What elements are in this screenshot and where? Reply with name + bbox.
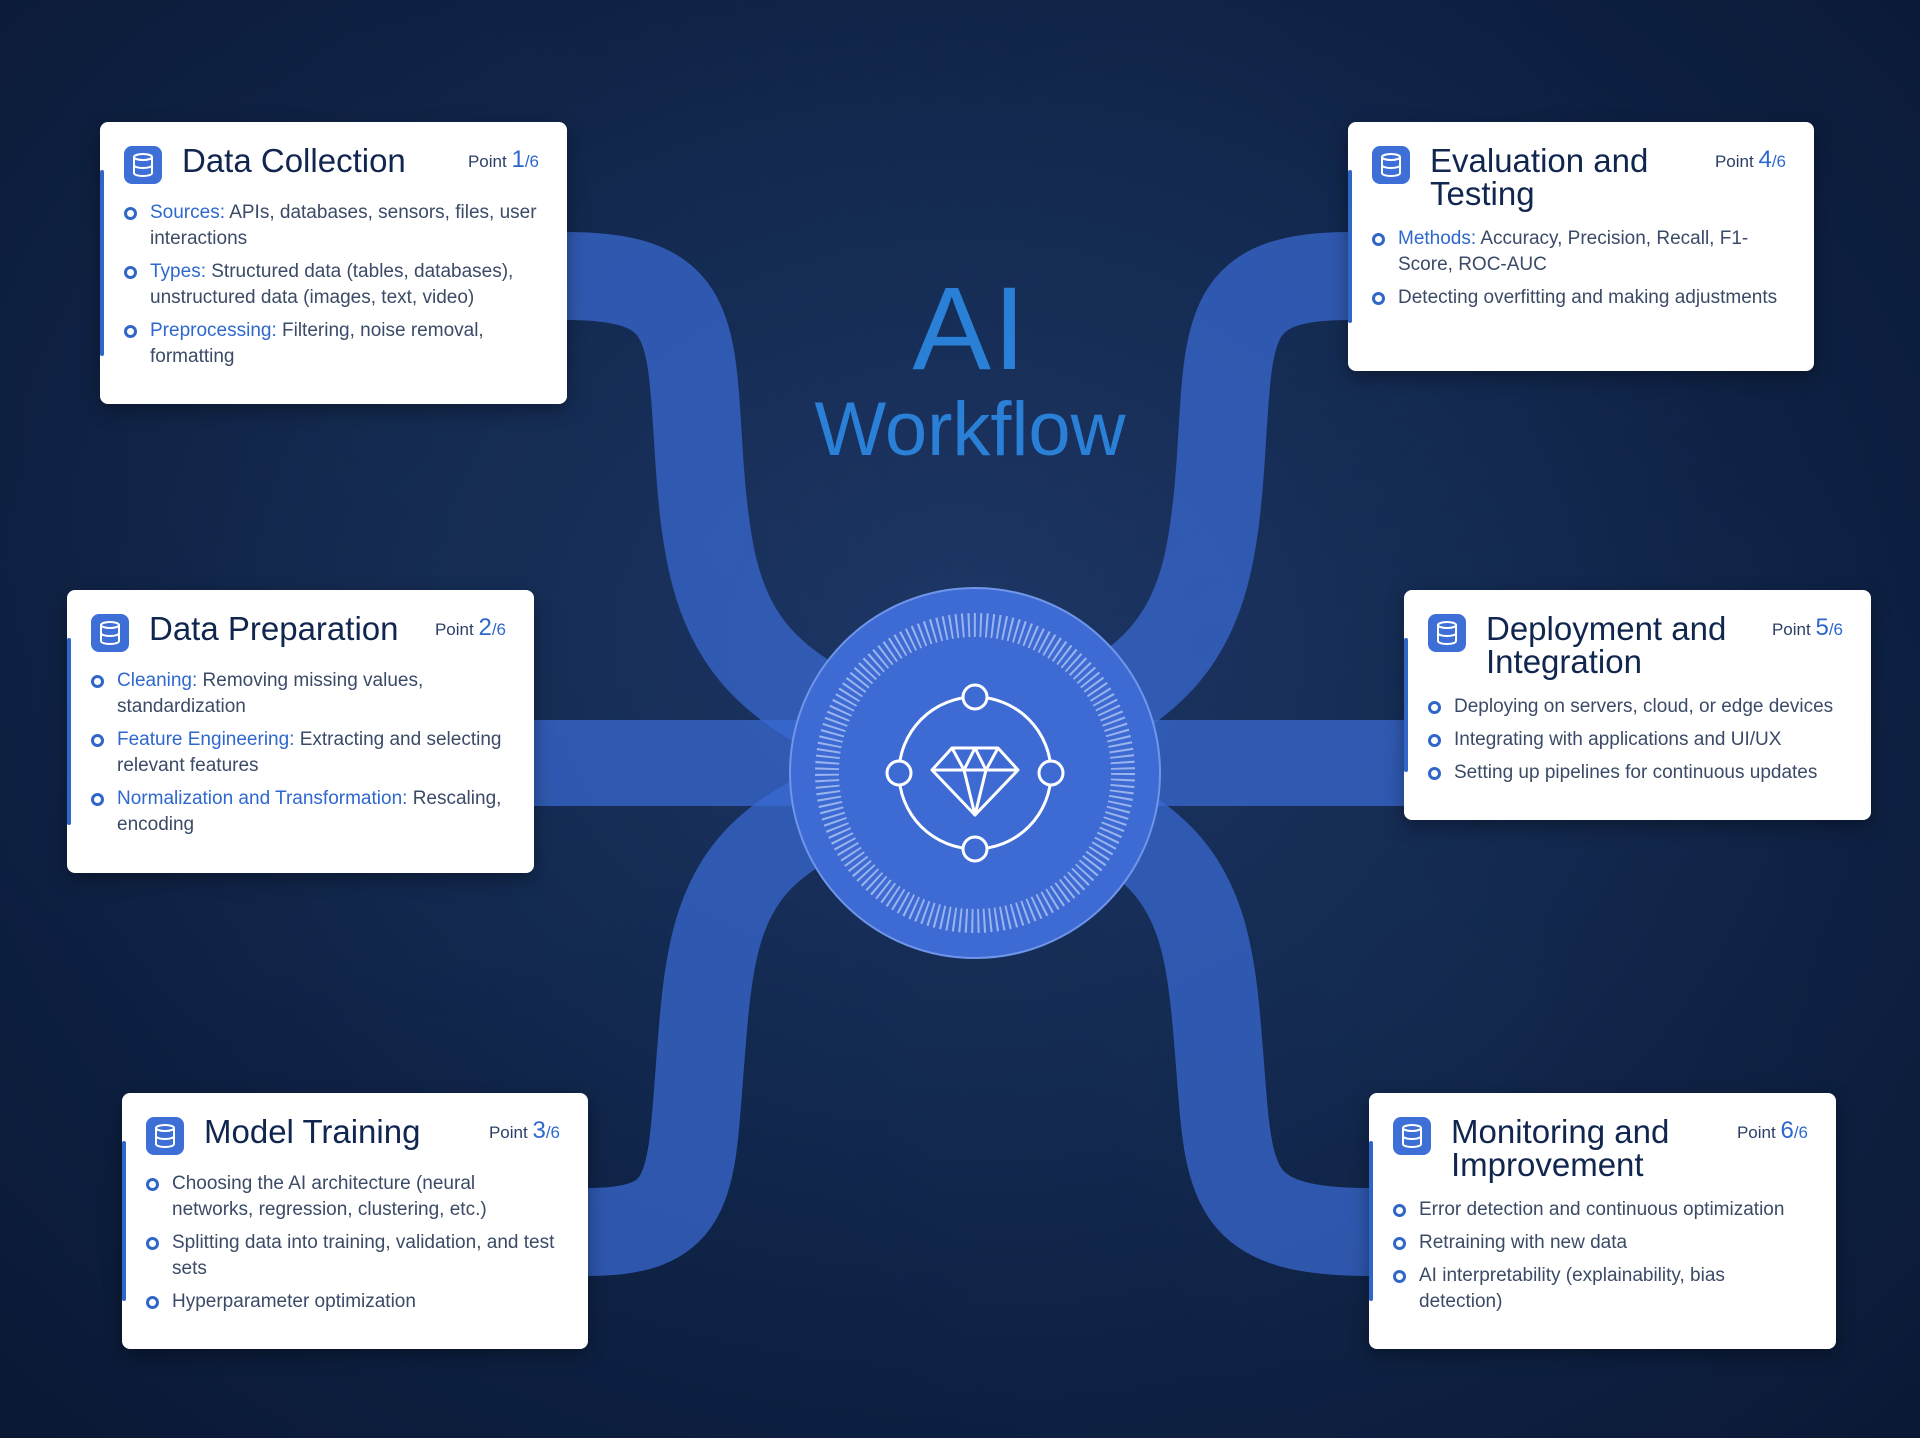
list-item: Integrating with applications and UI/UX [1428,727,1843,753]
list-item: Error detection and continuous optimizat… [1393,1197,1808,1223]
bullet-icon [1393,1270,1406,1283]
list-item: Feature Engineering: Extracting and sele… [91,727,506,779]
list-item: Preprocessing: Filtering, noise removal,… [124,318,539,370]
list-item: Sources: APIs, databases, sensors, files… [124,200,539,252]
card-accent-bar [1348,170,1352,323]
list-item: Choosing the AI architecture (neural net… [146,1171,560,1223]
title-ai: AI [912,263,1028,395]
card-title: Data Collection [182,142,406,179]
point-indicator: Point 6/6 [1736,1117,1808,1144]
list-item: Cleaning: Removing missing values, stand… [91,668,506,720]
card-accent-bar [1369,1141,1373,1301]
list-item: Normalization and Transformation: Rescal… [91,786,506,838]
bullet-icon [124,325,137,338]
bullet-icon [1372,292,1385,305]
point-indicator: Point 5/6 [1771,614,1843,641]
point-indicator: Point 1/6 [467,146,539,173]
list-item: Deploying on servers, cloud, or edge dev… [1428,694,1843,720]
card-bullets: Sources: APIs, databases, sensors, files… [124,200,539,370]
list-item: Setting up pipelines for continuous upda… [1428,760,1843,786]
bullet-icon [146,1237,159,1250]
bullet-icon [1393,1237,1406,1250]
bullet-icon [1372,233,1385,246]
bullet-icon [1393,1204,1406,1217]
hub-circle [789,587,1161,959]
bullet-icon [91,734,104,747]
bullet-icon [91,793,104,806]
card-title: Evaluation and Testing [1430,142,1649,212]
bullet-icon [124,266,137,279]
database-icon [1428,614,1466,652]
card-model-training: Model Training Point 3/6 Choosing the AI… [122,1093,588,1349]
point-indicator: Point 2/6 [434,614,506,641]
card-accent-bar [122,1141,126,1301]
card-data-collection: Data Collection Point 1/6 Sources: APIs,… [100,122,567,404]
bullet-icon [1428,734,1441,747]
point-indicator: Point 3/6 [488,1117,560,1144]
title-workflow: Workflow [814,387,1126,472]
card-evaluation-testing: Evaluation and Testing Point 4/6 Methods… [1348,122,1814,371]
card-accent-bar [1404,638,1408,772]
list-item: Splitting data into training, validation… [146,1230,560,1282]
bullet-icon [124,207,137,220]
card-accent-bar [100,170,104,356]
card-bullets: Methods: Accuracy, Precision, Recall, F1… [1372,226,1786,311]
bullet-icon [146,1296,159,1309]
card-bullets: Choosing the AI architecture (neural net… [146,1171,560,1315]
database-icon [1393,1117,1431,1155]
list-item: Methods: Accuracy, Precision, Recall, F1… [1372,226,1786,278]
list-item: Retraining with new data [1393,1230,1808,1256]
list-item: Types: Structured data (tables, database… [124,259,539,311]
list-item: Detecting overfitting and making adjustm… [1372,285,1786,311]
card-title: Deployment and Integration [1486,610,1727,680]
bullet-icon [1428,767,1441,780]
point-indicator: Point 4/6 [1714,146,1786,173]
list-item: AI interpretability (explainability, bia… [1393,1263,1808,1315]
card-data-preparation: Data Preparation Point 2/6 Cleaning: Rem… [67,590,534,873]
bullet-icon [1428,701,1441,714]
list-item: Hyperparameter optimization [146,1289,560,1315]
database-icon [91,614,129,652]
card-bullets: Error detection and continuous optimizat… [1393,1197,1808,1315]
bullet-icon [91,675,104,688]
database-icon [1372,146,1410,184]
database-icon [124,146,162,184]
card-monitoring-improvement: Monitoring and Improvement Point 6/6 Err… [1369,1093,1836,1349]
card-title: Model Training [204,1113,421,1150]
card-bullets: Cleaning: Removing missing values, stand… [91,668,506,838]
card-deployment-integration: Deployment and Integration Point 5/6 Dep… [1404,590,1871,820]
card-accent-bar [67,638,71,825]
diamond-icon [930,746,1020,817]
database-icon [146,1117,184,1155]
card-bullets: Deploying on servers, cloud, or edge dev… [1428,694,1843,786]
card-title: Data Preparation [149,610,399,647]
card-title: Monitoring and Improvement [1451,1113,1670,1183]
bullet-icon [146,1178,159,1191]
